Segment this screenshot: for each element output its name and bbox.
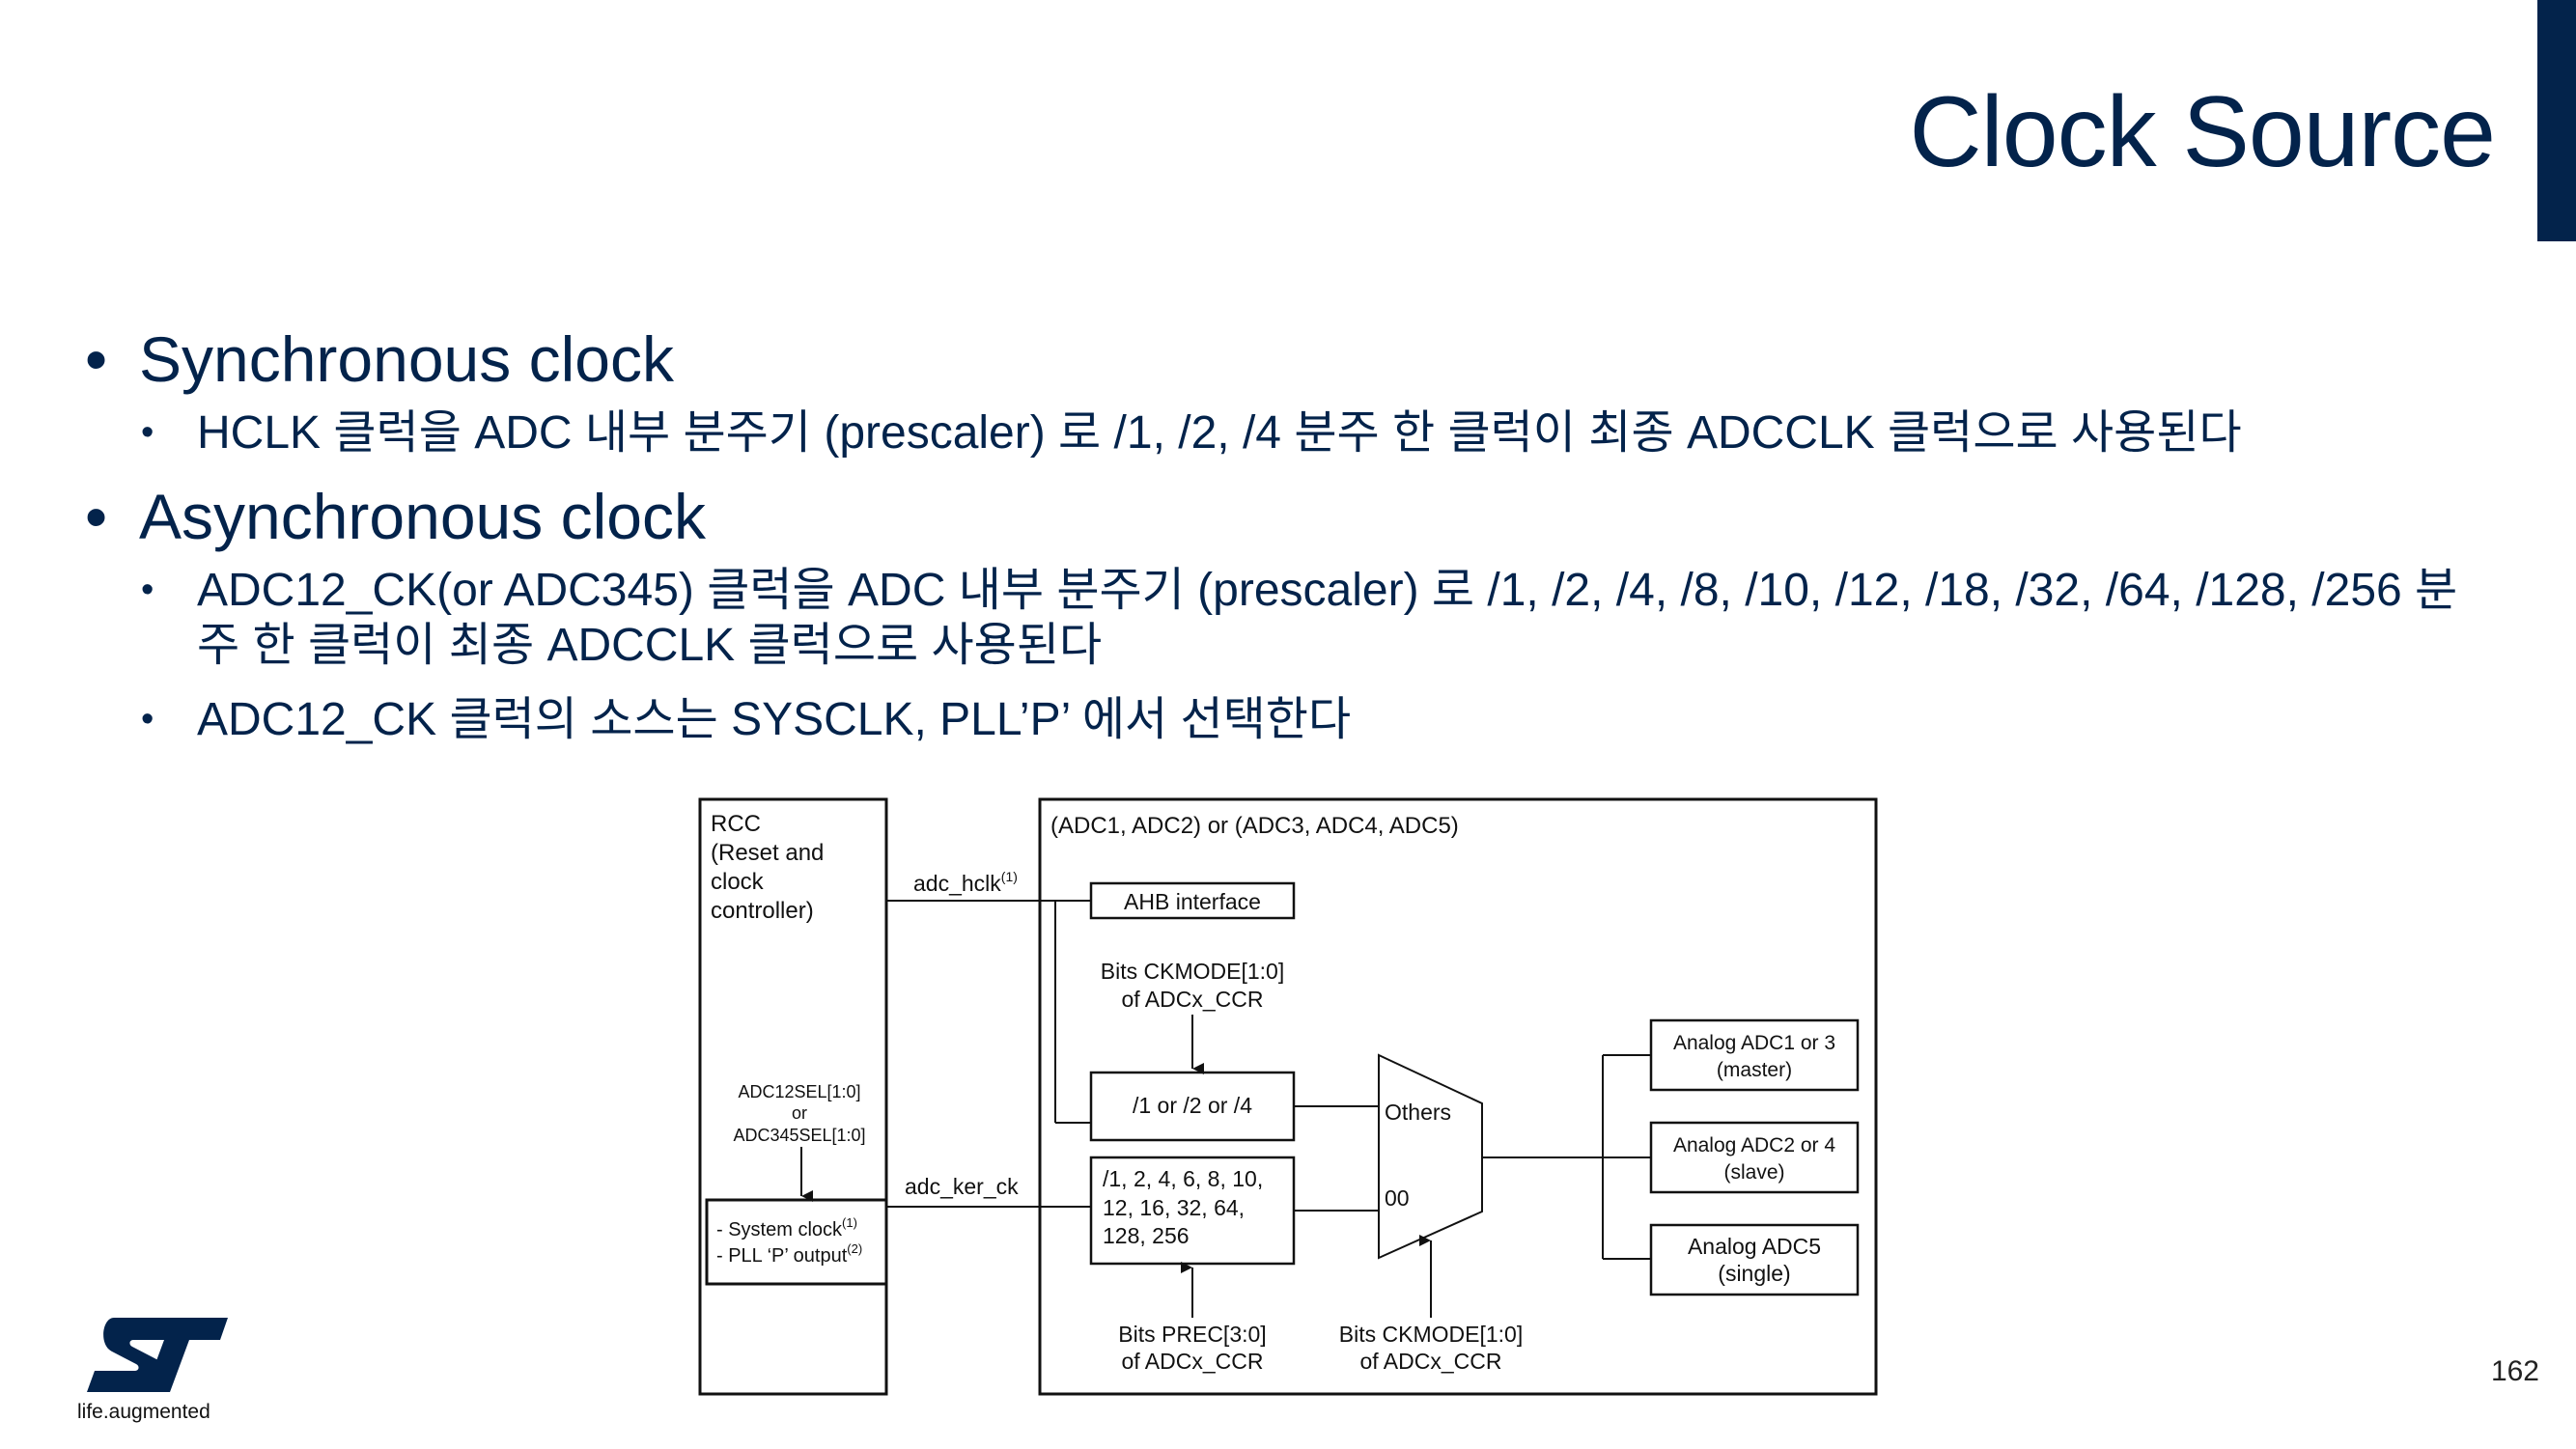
rcc-block [698, 797, 888, 1396]
adc-group-label: (ADC1, ADC2) or (ADC3, ADC4, ADC5) [1050, 813, 1459, 839]
prec-bits-line-1: Bits PREC[3:0] [1118, 1322, 1266, 1347]
logo-tagline: life.augmented [77, 1401, 210, 1423]
clock-source-box [705, 1198, 888, 1286]
title-accent-bar [2537, 0, 2576, 241]
ckmode-bottom-line-1: Bits CKMODE[1:0] [1339, 1322, 1523, 1347]
clock-source-pll: - PLL ‘P’ output(2) [716, 1241, 862, 1267]
clock-mux [1378, 1053, 1483, 1260]
ahb-interface-box [1089, 881, 1296, 920]
ckmode-top-line-1: Bits CKMODE[1:0] [1101, 959, 1284, 984]
bullet-list: Synchronous clock HCLK 클럭을 ADC 내부 분주기 (p… [85, 319, 2479, 747]
div-1-2-4-label: /1 or /2 or /4 [1133, 1093, 1252, 1118]
analog-adc-2-box [1649, 1121, 1860, 1194]
rcc-label-line-3: clock [711, 869, 765, 895]
prescaler-values-line-1: /1, 2, 4, 6, 8, 10, [1103, 1166, 1263, 1191]
prescaler-values-line-2: 12, 16, 32, 64, [1103, 1195, 1245, 1220]
page-number: 162 [2490, 1355, 2539, 1387]
adc-clock-diagram: RCC (Reset and clock controller) ADC12SE… [695, 796, 1892, 1419]
mux-00-label: 00 [1385, 1185, 1410, 1211]
adc-ker-ck-label: adc_ker_ck [905, 1174, 1019, 1199]
bullet-async-detail-prescaler: ADC12_CK(or ADC345) 클럭을 ADC 내부 분주기 (pres… [85, 563, 2479, 673]
analog-adc-3-box [1649, 1223, 1860, 1296]
analog-adc-1-line-1: Analog ADC1 or 3 [1673, 1032, 1835, 1054]
bullet-sync-detail: HCLK 클럭을 ADC 내부 분주기 (prescaler) 로 /1, /2… [85, 405, 2479, 460]
analog-adc-1-box [1649, 1018, 1860, 1092]
ahb-interface-label: AHB interface [1124, 889, 1261, 914]
mux-others-label: Others [1385, 1100, 1451, 1125]
ckmode-top-line-2: of ADCx_CCR [1122, 987, 1264, 1012]
st-logo: life.augmented [75, 1313, 239, 1430]
clock-source-system: - System clock(1) [716, 1215, 857, 1240]
ckmode-bottom-line-2: of ADCx_CCR [1360, 1349, 1502, 1374]
analog-adc-3-line-2: (single) [1718, 1261, 1790, 1286]
prec-bits-line-2: of ADCx_CCR [1122, 1349, 1264, 1374]
bullet-async-detail-source: ADC12_CK 클럭의 소스는 SYSCLK, PLL’P’ 에서 선택한다 [85, 692, 2479, 747]
bullet-synchronous-clock: Synchronous clock [85, 319, 2479, 400]
adcsel-line-1: ADC12SEL[1:0] [738, 1082, 860, 1101]
adc-hclk-label: adc_hclk(1) [913, 869, 1018, 896]
bullet-asynchronous-clock: Asynchronous clock [85, 476, 2479, 557]
rcc-label-line-2: (Reset and [711, 840, 824, 866]
slide-title: Clock Source [1909, 76, 2496, 188]
analog-adc-1-line-2: (master) [1717, 1059, 1792, 1081]
adc-group-block [1038, 797, 1878, 1396]
analog-adc-2-line-2: (slave) [1723, 1161, 1784, 1184]
adcsel-line-3: ADC345SEL[1:0] [733, 1126, 865, 1145]
analog-adc-2-line-1: Analog ADC2 or 4 [1673, 1134, 1835, 1156]
prescaler-values-line-3: 128, 256 [1103, 1223, 1190, 1248]
analog-adc-3-line-1: Analog ADC5 [1688, 1234, 1821, 1259]
st-logo-mark [87, 1318, 228, 1392]
rcc-label-line-4: controller) [711, 898, 814, 924]
rcc-label-line-1: RCC [711, 811, 761, 837]
adcsel-line-2: or [792, 1103, 807, 1123]
